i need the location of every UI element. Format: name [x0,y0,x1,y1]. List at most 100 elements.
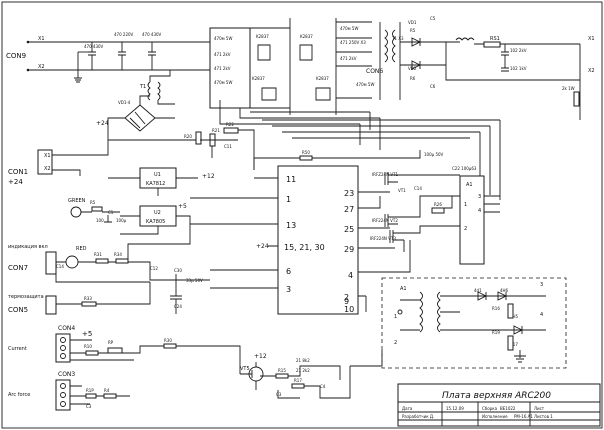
svg-text:9: 9 [344,297,349,306]
svg-text:470м 5W: 470м 5W [214,36,232,41]
svg-text:C4: C4 [320,384,326,389]
svg-text:Разработчик Д.: Разработчик Д. [402,414,434,419]
svg-text:R20: R20 [184,134,192,139]
a1-module [459,175,485,265]
c30-c24: C30 33µ 50V C24 [170,268,203,314]
svg-text:Arc force: Arc force [8,392,30,398]
svg-text:C3: C3 [276,392,282,397]
svg-text:Листов 1: Листов 1 [534,414,553,419]
svg-text:4d1: 4d1 [474,288,482,293]
svg-text:индикация вкл: индикация вкл [8,244,48,250]
svg-text:1: 1 [464,202,467,208]
svg-text:4: 4 [540,312,543,318]
svg-text:R5: R5 [410,28,416,33]
svg-text:100: 100 [96,218,104,223]
svg-text:R17: R17 [510,342,518,347]
svg-text:21 8k2: 21 8k2 [296,358,310,363]
svg-text:C5: C5 [430,16,436,21]
cx2 [118,42,126,70]
rail-plus24-top: +24 [96,120,109,127]
u2-regulator: U2 KA7805 +5 [120,203,191,238]
svg-text:4H5: 4H5 [510,314,519,319]
svg-text:470 220V: 470 220V [114,32,134,37]
svg-text:R33: R33 [84,296,92,301]
svg-text:термозащита: термозащита [8,294,44,300]
con9-label: CON9 [6,52,26,60]
svg-text:C14: C14 [414,186,422,191]
svg-text:Лист: Лист [534,406,545,411]
svg-text:23: 23 [344,189,354,198]
svg-text:R21: R21 [212,128,220,133]
svg-text:R10: R10 [84,344,92,349]
svg-text:27: 27 [344,205,354,214]
svg-text:KA7812: KA7812 [146,181,165,187]
x1-label: X1 [38,36,45,42]
svg-text:VT5: VT5 [240,366,250,372]
svg-text:C14: C14 [56,264,64,269]
svg-text:VD1-4: VD1-4 [118,100,131,105]
svg-text:R22: R22 [226,122,234,127]
u1-regulator: U1 KA7812 +12 [108,167,215,196]
svg-text:X1: X1 [44,153,51,159]
svg-text:15.12.09: 15.12.09 [446,406,464,411]
svg-text:471 2kV: 471 2kV [340,56,357,61]
svg-text:R31: R31 [94,252,102,257]
svg-text:21 2k2: 21 2k2 [296,368,310,373]
svg-text:102 2kV: 102 2kV [510,48,527,53]
svg-text:C1: C1 [108,210,114,215]
svg-text:U1: U1 [154,172,161,178]
drawing-title: Плата верхняя ARC200 [442,391,551,401]
svg-text:470 430V: 470 430V [142,32,162,37]
svg-text:C12: C12 [150,266,158,271]
aux-supply: T1 VD1-4 +24 [96,70,200,141]
con4-section: CON4 +5 Current R10 RP R30 [8,325,200,363]
svg-text:470м 5W: 470м 5W [214,80,232,85]
svg-text:T1: T1 [139,84,146,90]
svg-text:U2: U2 [154,210,161,216]
svg-text:R5: R5 [90,200,96,205]
svg-text:102 1kV: 102 1kV [510,66,527,71]
svg-text:K2837: K2837 [300,34,313,39]
svg-text:R30: R30 [164,338,172,343]
con1: X1 X2 CON1 +24 [8,140,109,186]
svg-text:4: 4 [348,271,353,280]
svg-text:Сборка: Сборка [482,406,498,411]
svg-text:K2837: K2837 [256,34,269,39]
mosfet-section: IRFZ24N VT1 VT1 IRF224N VT2 IRF224N VT3 … [370,152,500,265]
svg-text:1: 1 [286,195,291,204]
con1-connector [37,149,53,175]
svg-text:11: 11 [286,175,296,184]
svg-text:X1: X1 [588,36,595,42]
svg-text:R19: R19 [492,330,500,335]
svg-text:+24: +24 [256,243,269,250]
svg-text:R1P: R1P [86,388,94,393]
svg-text:+12: +12 [254,353,267,360]
con6-label: CON6 [366,68,383,75]
svg-text:471 2kV: 471 2kV [214,52,231,57]
con7-section: индикация вкл CON7 RED R31 R34 C14 C12 [8,238,210,283]
svg-text:C22 100µ63: C22 100µ63 [452,166,477,171]
svg-text:470м 5W: 470м 5W [340,26,358,31]
svg-text:100µ 50V: 100µ 50V [424,152,444,157]
svg-text:VT1: VT1 [398,188,406,193]
svg-text:13: 13 [286,221,296,230]
svg-text:CON4: CON4 [58,325,75,332]
svg-text:Исполнение: Исполнение [482,414,508,419]
svg-text:R15: R15 [278,368,286,373]
svg-text:K2837: K2837 [316,76,329,81]
svg-text:CON3: CON3 [58,371,75,378]
k-block-left [209,27,251,109]
svg-text:2: 2 [394,340,397,346]
svg-text:33µ 50V: 33µ 50V [186,278,203,283]
svg-text:R17: R17 [294,378,302,383]
svg-text:25: 25 [344,225,354,234]
svg-text:2: 2 [464,226,467,232]
svg-text:R16: R16 [492,306,500,311]
svg-text:2: 2 [344,293,349,302]
svg-text:T1 X3: T1 X3 [391,36,404,41]
title-frame [397,383,601,427]
svg-text:3: 3 [540,282,543,288]
svg-text:R6: R6 [410,76,416,81]
svg-text:K2837: K2837 [252,76,265,81]
